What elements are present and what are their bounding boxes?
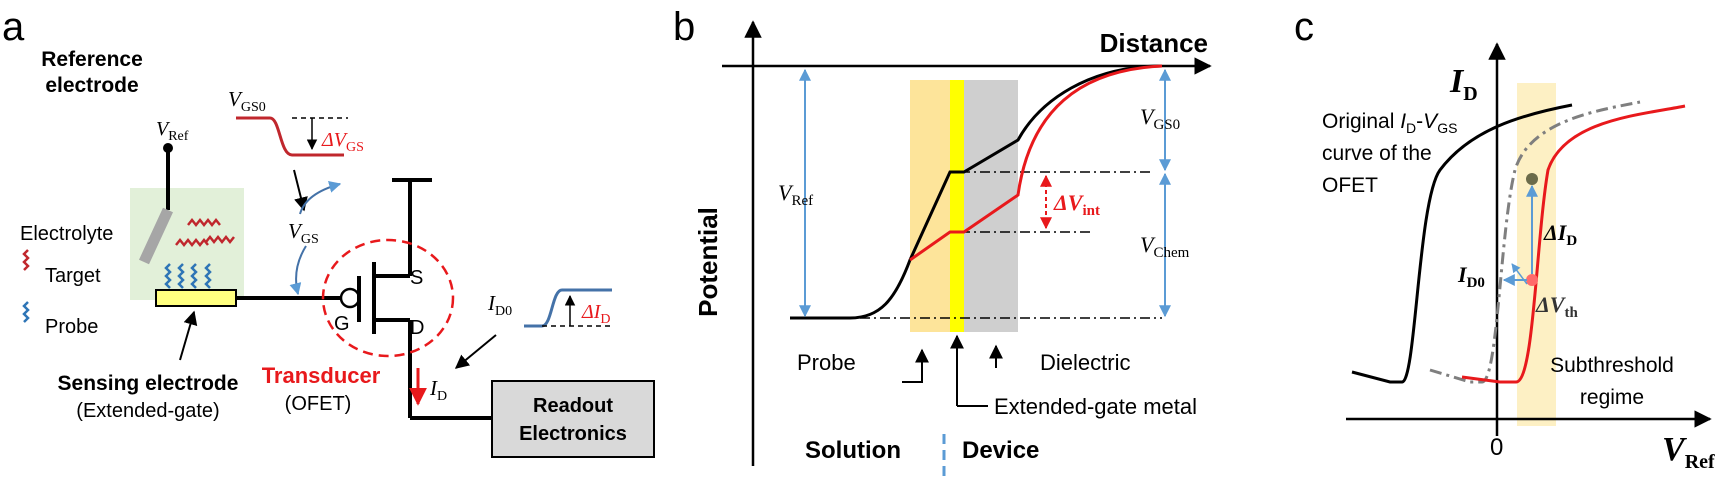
- ofet-label: (OFET): [285, 393, 352, 415]
- panel-a-letter: a: [2, 5, 25, 49]
- target-legend-label: Target: [45, 265, 101, 287]
- delta-vth-label: ΔVth: [1535, 292, 1578, 321]
- transducer-outline: [321, 238, 455, 358]
- id-axis-label: ID: [1449, 63, 1478, 105]
- reference-electrode-label-2: electrode: [45, 74, 138, 97]
- panel-c-letter: c: [1294, 5, 1314, 49]
- target-legend-icon: [22, 249, 30, 271]
- probe-layer-band: [910, 80, 950, 332]
- original-transfer-curve: [1351, 103, 1573, 384]
- zero-tick-label: 0: [1490, 434, 1503, 461]
- panel-c: c ID VRef 0 ΔID ID0 ΔVth Original ID-VGS…: [1294, 5, 1715, 473]
- vgs-label: VGS: [288, 219, 319, 247]
- target-molecule-1: [187, 217, 221, 228]
- target-molecule-3: [205, 234, 235, 245]
- id-pointer-arrow: [454, 334, 497, 369]
- vgs-arrow-down: [293, 169, 308, 212]
- extended-gate-metal-label: Extended-gate metal: [994, 394, 1197, 419]
- extended-gate-label: (Extended-gate): [76, 400, 219, 422]
- sensing-electrode-label: Sensing electrode: [58, 372, 239, 395]
- reference-electrode-rod: [139, 207, 173, 265]
- readout-electronics-box: [491, 380, 655, 458]
- shifted-potential-curve: [909, 64, 1163, 262]
- intermediate-transfer-curve: [1429, 100, 1641, 384]
- transducer-label: Transducer: [262, 363, 381, 388]
- gate-terminal: [339, 287, 361, 309]
- panel-b: b Distance Potential VRef VGS0 VChem ΔVi…: [673, 5, 1212, 478]
- probe-molecule-1: [164, 263, 172, 289]
- delta-id-label: ΔID: [581, 301, 611, 327]
- subthreshold-label-1: Subthreshold: [1550, 354, 1674, 377]
- panel-a: a Reference electrode Electrolyte VRef T…: [2, 5, 655, 458]
- probe-legend-label: Probe: [45, 316, 98, 338]
- electrolyte-label: Electrolyte: [20, 223, 113, 245]
- reference-node: [163, 143, 173, 153]
- extended-gate-metal-band: [950, 80, 964, 332]
- delta-id-label-c: ΔID: [1543, 220, 1577, 249]
- probe-molecule-2: [177, 263, 185, 289]
- panel-b-letter: b: [673, 5, 695, 49]
- vref-label: VRef: [156, 118, 189, 144]
- vgs-curved-arrow-down: [289, 245, 307, 296]
- delta-vint-label: ΔVint: [1053, 190, 1100, 219]
- vgs0-label: VGS0: [228, 87, 266, 115]
- vgs0-label-b: VGS0: [1140, 104, 1180, 133]
- readout-label-1: Readout: [533, 395, 613, 417]
- probe-molecule-3: [190, 263, 198, 289]
- distance-axis-label: Distance: [1100, 28, 1208, 58]
- potential-axis-label: Potential: [693, 207, 723, 317]
- solution-label: Solution: [805, 437, 901, 464]
- probe-pointer: [902, 348, 929, 383]
- gate-label: G: [334, 313, 350, 335]
- target-molecule-2: [175, 237, 209, 248]
- id0-label: ID0: [487, 291, 512, 319]
- vchem-label: VChem: [1140, 232, 1190, 261]
- vref-label-b: VRef: [778, 180, 813, 209]
- original-curve-caption-3: OFET: [1322, 174, 1378, 197]
- delta-vth-arrow: [1511, 263, 1528, 285]
- dielectric-layer-label: Dielectric: [1040, 350, 1130, 375]
- vgs-step-waveform: [236, 116, 344, 157]
- subthreshold-label-2: regime: [1580, 386, 1644, 409]
- source-label: S: [410, 267, 423, 289]
- readout-label-2: Electronics: [519, 423, 627, 445]
- original-curve-caption-1: Original ID-VGS: [1322, 110, 1457, 136]
- id0-point-marker: [1526, 274, 1538, 286]
- id-label: ID: [429, 376, 447, 404]
- delta-vgs-label: ΔVGS: [321, 129, 364, 155]
- vref-axis-label: VRef: [1662, 431, 1715, 473]
- id0-label-c: ID0: [1457, 262, 1485, 291]
- sensing-electrode-arrow: [179, 310, 198, 361]
- original-potential-curve: [790, 64, 1163, 320]
- dielectric-band: [964, 80, 1018, 332]
- vgs-curved-arrow-up: [299, 181, 342, 215]
- reference-electrode-label-1: Reference: [41, 48, 143, 71]
- probe-legend-icon: [22, 301, 30, 323]
- drain-label: D: [410, 317, 424, 339]
- shifted-transfer-curve: [1461, 104, 1686, 384]
- original-curve-caption-2: curve of the: [1322, 142, 1432, 165]
- probe-layer-label: Probe: [797, 350, 856, 375]
- sensing-electrode: [155, 289, 237, 307]
- device-label: Device: [962, 437, 1039, 464]
- probe-molecule-4: [204, 263, 212, 289]
- shifted-point-marker: [1526, 173, 1538, 185]
